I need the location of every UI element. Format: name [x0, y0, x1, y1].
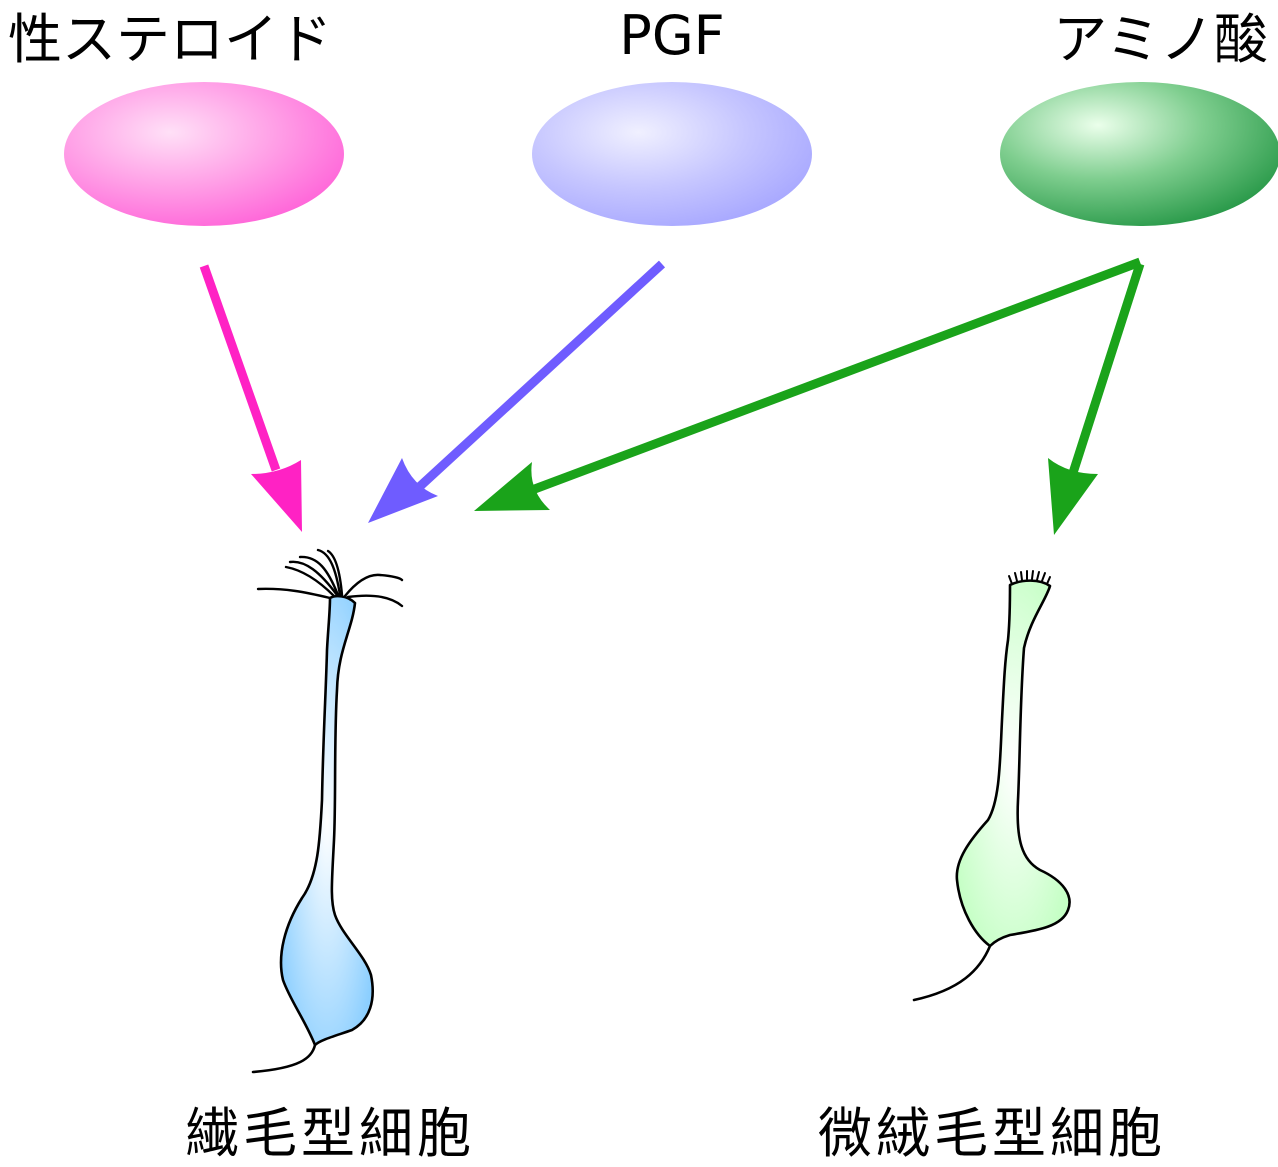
amino-acid-arrow-to-ciliated — [474, 257, 1142, 511]
microvillous-cell — [912, 570, 1071, 1002]
label-ciliated-cell: 繊毛型細胞 — [185, 1102, 475, 1165]
label-microvillous-cell: 微絨毛型細胞 — [818, 1102, 1166, 1165]
ciliated-cell — [251, 548, 404, 1074]
label-amino-acid: アミノ酸 — [1053, 8, 1268, 71]
ciliated-cell-body — [279, 594, 374, 1047]
steroid-arrow — [199, 264, 302, 532]
microvillous-cell-body — [955, 579, 1071, 948]
amino-acid-ellipse — [1000, 82, 1278, 226]
label-sex-steroid: 性ステロイド — [8, 8, 332, 71]
label-pgf: PGF — [619, 4, 724, 67]
pgf-arrow — [368, 260, 666, 523]
pgf-ellipse — [532, 82, 812, 226]
microvilli — [1008, 570, 1051, 585]
cilia — [256, 548, 404, 608]
amino-acid-arrow-to-microvillous — [1048, 262, 1145, 535]
sex-steroid-ellipse — [64, 82, 344, 226]
